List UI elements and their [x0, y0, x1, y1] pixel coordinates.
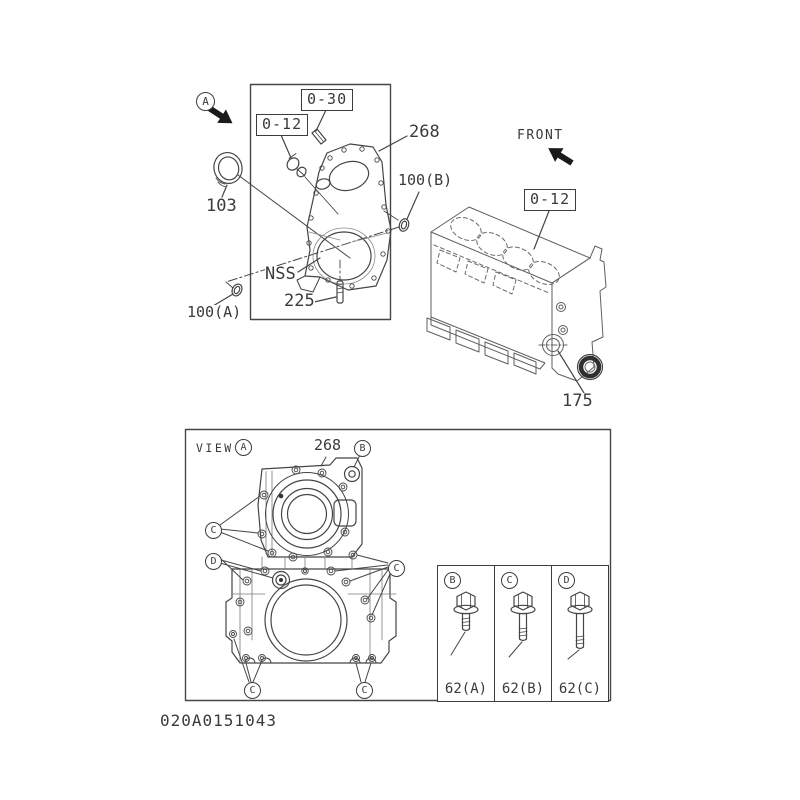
detail-frame-box	[249, 83, 392, 321]
figure-code: 020A0151043	[160, 711, 277, 730]
front-label: FRONT	[517, 128, 564, 143]
cylinder-block-drawing	[426, 206, 607, 382]
o-ring-100a-drawing	[231, 283, 243, 297]
leader-268	[378, 135, 408, 152]
crank-seal-175-drawing	[576, 353, 604, 381]
plug-0-12-drawing	[286, 153, 307, 178]
view-a-frame-box	[184, 428, 612, 702]
bolt-marker-c-left: C	[205, 522, 222, 539]
bolt-legend-box: B 62(A) C	[437, 565, 609, 702]
legend-part-label: 62(C)	[558, 681, 602, 697]
leader-100a	[212, 293, 234, 307]
pin-0-30-drawing	[311, 128, 327, 145]
leader-225	[313, 296, 337, 303]
view-a-drawing	[184, 428, 612, 702]
bolt-marker-c-right: C	[388, 560, 405, 577]
o-ring-100b-drawing	[398, 218, 410, 232]
oil-seal-103-drawing	[213, 151, 243, 188]
part-label-175: 175	[562, 391, 593, 411]
detail-direction-arrow-icon	[207, 105, 233, 124]
legend-marker-b: B	[444, 572, 461, 589]
legend-part-label: 62(A)	[444, 681, 488, 697]
leader-nss	[297, 257, 321, 273]
bolt-marker-b: B	[354, 440, 371, 457]
marker-leaders	[219, 454, 391, 683]
part-label-225: 225	[284, 291, 315, 311]
assembly-centerline	[225, 226, 400, 283]
flange-bolt-short-icon	[450, 591, 479, 656]
timing-cover-268-drawing	[296, 143, 392, 293]
flange-bolt-long-icon	[567, 591, 593, 660]
assembly-line-seal	[237, 174, 351, 259]
bolt-marker-c-bottom-right: C	[356, 682, 373, 699]
flange-bolt-medium-icon	[508, 591, 536, 658]
legend-marker-c: C	[501, 572, 518, 589]
leader-0-30	[315, 109, 327, 132]
leader-175	[557, 350, 585, 394]
ref-box-0-30: 0-30	[301, 89, 354, 111]
part-label-100a: 100(A)	[187, 303, 242, 321]
detail-marker-a: A	[196, 92, 215, 111]
leader-0-12	[280, 134, 292, 159]
front-direction-arrow-icon	[548, 148, 574, 166]
view-marker-a: A	[235, 439, 252, 456]
legend-cell-b: B 62(A)	[438, 566, 494, 701]
stud-225-drawing	[336, 280, 344, 304]
part-label-103: 103	[206, 196, 237, 216]
leader-100b	[406, 191, 420, 220]
view-label: VIEW	[196, 441, 234, 455]
leader-0-12-block	[533, 210, 550, 250]
legend-marker-d: D	[558, 572, 575, 589]
legend-cell-d: D 62(C)	[551, 566, 608, 701]
ref-box-0-12-block: 0-12	[524, 189, 577, 211]
legend-part-label: 62(B)	[501, 681, 545, 697]
part-label-268-view: 268	[314, 436, 342, 454]
leader-103	[221, 184, 228, 198]
bolt-holes	[229, 465, 376, 662]
part-label-nss: NSS	[265, 264, 296, 284]
legend-cell-c: C 62(B)	[494, 566, 551, 701]
part-label-100b: 100(B)	[398, 171, 453, 189]
ref-box-0-12-cover: 0-12	[256, 114, 309, 136]
part-label-268: 268	[409, 122, 440, 142]
bolt-marker-d: D	[205, 553, 222, 570]
exploded-view-drawing	[207, 83, 607, 394]
bolt-marker-c-bottom-left: C	[244, 682, 261, 699]
